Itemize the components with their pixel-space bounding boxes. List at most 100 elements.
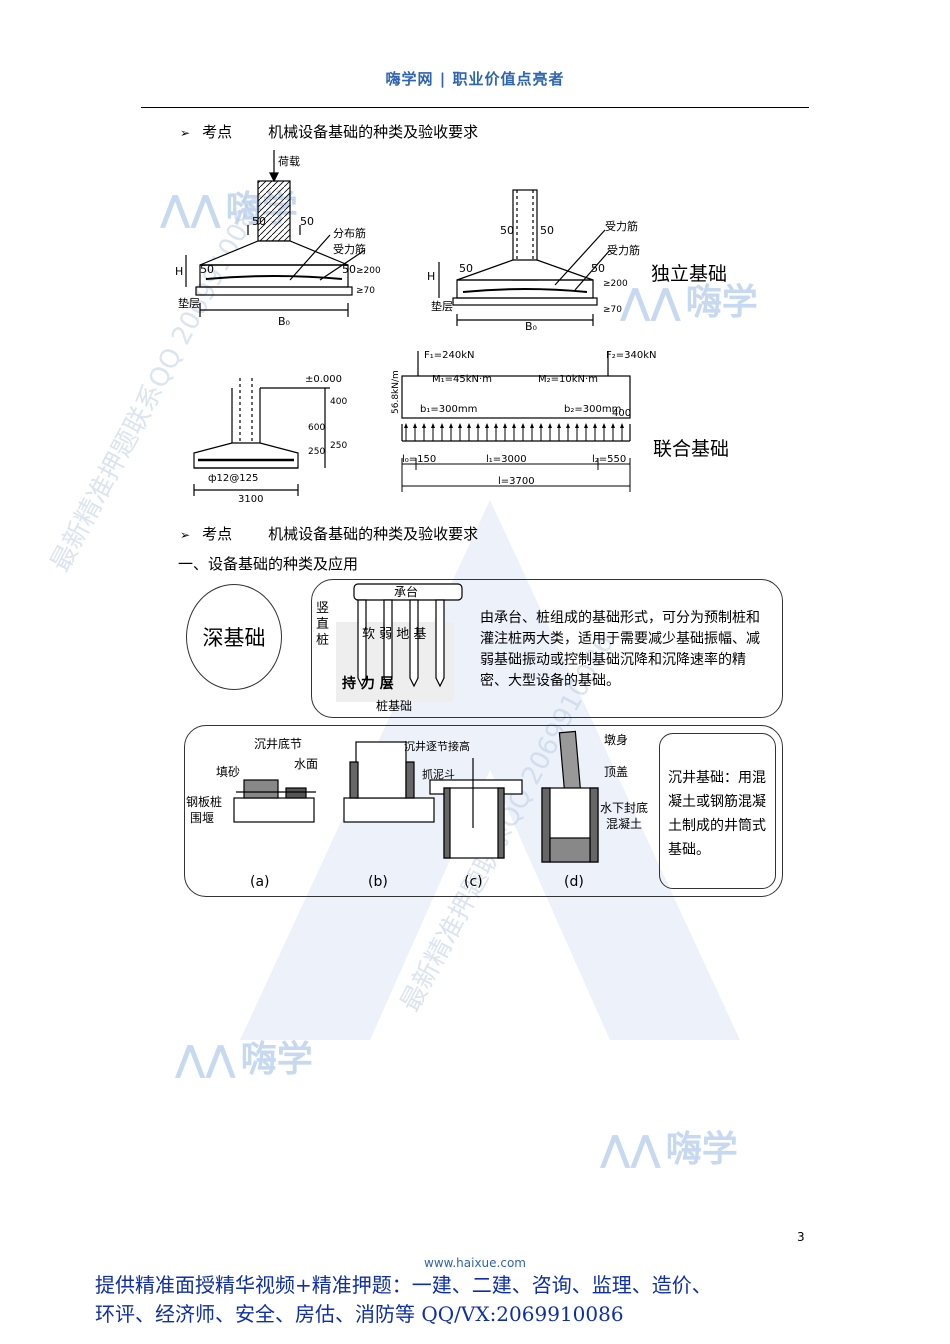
svg-text:600: 600 xyxy=(308,423,325,433)
footer-promo-line1: 提供精准面授精华视频+精准押题：一建、二建、咨询、监理、造价、 xyxy=(95,1273,712,1297)
svg-text:软 弱 地 基: 软 弱 地 基 xyxy=(362,627,426,642)
svg-text:填砂: 填砂 xyxy=(216,765,240,779)
load-arrow-head xyxy=(476,423,480,428)
svg-text:桩基础: 桩基础 xyxy=(376,698,412,713)
svg-text:50: 50 xyxy=(252,215,266,228)
section2-heading: ➢考点机械设备基础的种类及验收要求 xyxy=(180,525,479,543)
label-combined-footing: 联合基础 xyxy=(653,438,730,460)
label-load: 荷载 xyxy=(278,155,300,168)
svg-text:±0.000: ±0.000 xyxy=(305,374,342,385)
bullet-arrow-icon: ➢ xyxy=(180,126,191,140)
watermark-logo-3: ⋀⋀ 嗨学 xyxy=(175,1039,313,1080)
section1-heading: ➢考点机械设备基础的种类及验收要求 xyxy=(180,123,479,141)
svg-text:沉井逐节接高: 沉井逐节接高 xyxy=(404,739,470,753)
svg-text:水下封底: 水下封底 xyxy=(600,800,648,815)
load-arrow-head xyxy=(602,423,606,428)
svg-text:250: 250 xyxy=(330,441,347,451)
svg-text:抓泥斗: 抓泥斗 xyxy=(422,767,455,781)
load-arrow-head xyxy=(584,423,588,428)
svg-text:垫层: 垫层 xyxy=(431,299,453,313)
svg-text:l₂=550: l₂=550 xyxy=(592,454,626,465)
svg-text:(a): (a) xyxy=(250,874,270,890)
load-arrow-head xyxy=(548,423,552,428)
svg-text:ф12@125: ф12@125 xyxy=(208,473,258,484)
svg-text:顶盖: 顶盖 xyxy=(604,765,628,779)
svg-text:50: 50 xyxy=(342,263,356,276)
svg-text:受力筋: 受力筋 xyxy=(605,219,638,233)
pile-foundation-description: 由承台、桩组成的基础形式，可分为预制桩和灌注桩两大类，适用于需要减少基础振幅、减… xyxy=(480,610,760,689)
load-arrow-head xyxy=(422,423,426,428)
svg-text:50: 50 xyxy=(591,262,605,275)
footer-url[interactable]: www.haixue.com xyxy=(424,1256,526,1270)
watermark-logo-4: ⋀⋀ 嗨学 xyxy=(600,1129,738,1170)
svg-text:50: 50 xyxy=(540,224,554,237)
svg-text:水面: 水面 xyxy=(294,757,318,771)
svg-text:钢板桩: 钢板桩 xyxy=(186,794,222,809)
header-divider xyxy=(141,107,809,108)
load-arrow-head xyxy=(413,423,417,428)
svg-text:竖: 竖 xyxy=(316,601,329,616)
svg-text:H: H xyxy=(427,270,435,283)
svg-text:受力筋: 受力筋 xyxy=(607,243,640,257)
svg-text:B₀: B₀ xyxy=(278,315,291,328)
figure-independent-footing-b: 50 50 受力筋 受力筋 H 50 50 ≥200 ≥70 垫层 B₀ xyxy=(427,189,640,333)
svg-text:b₁=300mm: b₁=300mm xyxy=(420,404,477,415)
svg-text:M₁=45kN·m: M₁=45kN·m xyxy=(432,374,492,385)
svg-text:持 力 层: 持 力 层 xyxy=(342,675,394,692)
svg-text:(c): (c) xyxy=(464,874,483,890)
load-arrow-head xyxy=(485,423,489,428)
load-arrow-head xyxy=(494,423,498,428)
svg-text:≥70: ≥70 xyxy=(603,305,622,315)
svg-text:围堰: 围堰 xyxy=(190,811,214,825)
haixue-logo-icon: ⋀⋀ xyxy=(600,1129,661,1170)
svg-text:受力筋: 受力筋 xyxy=(333,242,366,256)
caisson-foundation-diagrams: 沉井底节 填砂 水面 钢板桩 围堰 沉井逐节接高 抓泥斗 墩身 顶盖 水下封底 … xyxy=(186,730,648,890)
bullet-arrow-icon: ➢ xyxy=(180,528,191,542)
deep-foundation-box xyxy=(311,579,783,718)
svg-text:分布筋: 分布筋 xyxy=(333,226,366,240)
label-independent-footing: 独立基础 xyxy=(651,263,728,285)
load-arrow-head xyxy=(431,423,435,428)
svg-text:≥200: ≥200 xyxy=(603,279,628,289)
caisson-description: 沉井基础：用混凝土或钢筋混凝土制成的井筒式基础。 xyxy=(668,770,766,858)
load-arrow-head xyxy=(512,423,516,428)
svg-text:400: 400 xyxy=(612,408,631,419)
svg-text:50: 50 xyxy=(200,263,214,276)
svg-text:(b): (b) xyxy=(368,874,388,890)
caisson-description-box xyxy=(659,733,776,889)
svg-text:≥70: ≥70 xyxy=(356,286,375,296)
svg-text:l₀=150: l₀=150 xyxy=(402,454,436,465)
section2-subheading: 一、设备基础的种类及应用 xyxy=(178,555,359,573)
footer-promo-line2: 环评、经济师、安全、房估、消防等 QQ/VX:2069910086 xyxy=(95,1302,624,1326)
svg-text:F₂=340kN: F₂=340kN xyxy=(606,350,657,361)
load-arrow-head xyxy=(620,423,624,428)
svg-text:直: 直 xyxy=(316,617,329,632)
load-arrow-head xyxy=(611,423,615,428)
watermark-triangle xyxy=(240,500,740,1040)
svg-text:50: 50 xyxy=(500,224,514,237)
svg-text:50: 50 xyxy=(300,215,314,228)
load-arrow-head xyxy=(521,423,525,428)
haixue-logo-icon: ⋀⋀ xyxy=(620,282,681,323)
svg-text:B₀: B₀ xyxy=(525,320,538,333)
load-arrow-head xyxy=(440,423,444,428)
load-arrow-head xyxy=(593,423,597,428)
svg-text:桩: 桩 xyxy=(316,633,329,648)
load-arrow-head xyxy=(539,423,543,428)
svg-text:400: 400 xyxy=(330,397,347,407)
distributed-load-arrows xyxy=(404,423,624,441)
svg-text:H: H xyxy=(175,265,183,278)
watermark-logo-2: ⋀⋀ 嗨学 xyxy=(620,282,758,323)
load-arrow-head xyxy=(530,423,534,428)
svg-text:F₁=240kN: F₁=240kN xyxy=(424,350,475,361)
load-arrow-head xyxy=(467,423,471,428)
figure-combined-footing: F₁=240kN F₂=340kN M₁=45kN·m M₂=10kN·m 56… xyxy=(391,350,657,492)
figure-footing-section: ±0.000 400 600 250 250 ф12@125 3100 xyxy=(193,374,347,505)
load-arrow-head xyxy=(449,423,453,428)
caisson-foundation-box xyxy=(184,725,783,897)
svg-text:承台: 承台 xyxy=(394,584,418,599)
figure-independent-footing-a: 荷载 50 50 分布筋 受力筋 H 50 50 ≥200 ≥70 垫层 B₀ xyxy=(175,150,381,328)
svg-text:M₂=10kN·m: M₂=10kN·m xyxy=(538,374,598,385)
load-arrow-head xyxy=(458,423,462,428)
svg-text:56.8kN/m: 56.8kN/m xyxy=(391,370,401,414)
